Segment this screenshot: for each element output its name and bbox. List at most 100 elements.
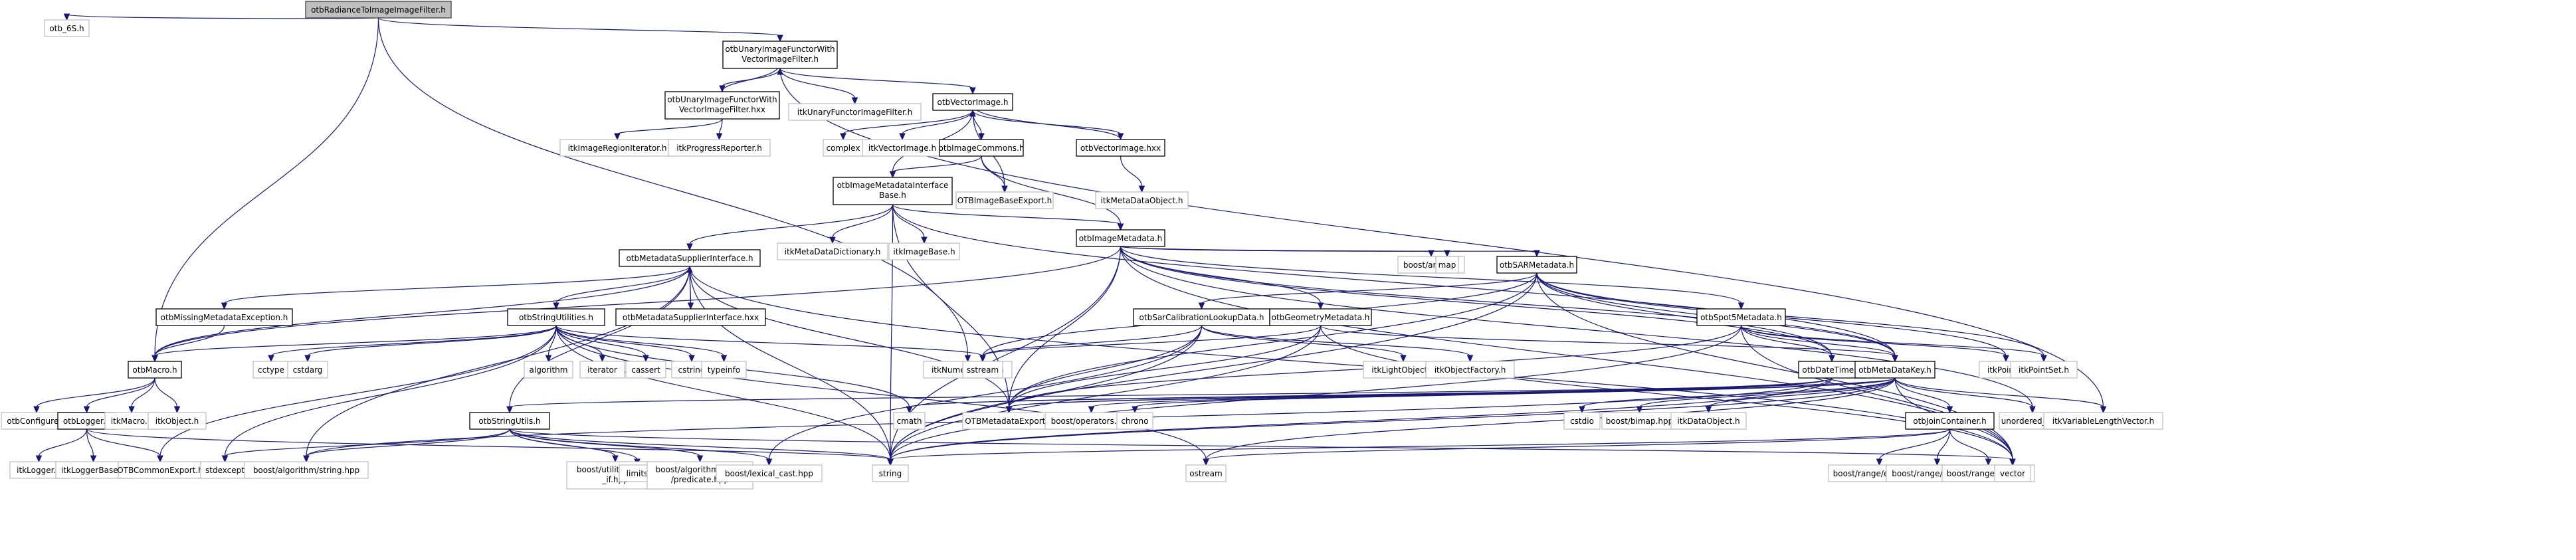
- edge-line: [902, 110, 973, 135]
- edge-joincont-to-ostream: [1203, 428, 1951, 466]
- node-mdsi[interactable]: otbMetadataSupplierInterface.h: [619, 249, 761, 267]
- node-box: [888, 242, 960, 260]
- edge-imdib-to-imgmeta: [892, 204, 1124, 231]
- edge-line: [159, 325, 557, 457]
- edge-line: [131, 377, 155, 408]
- node-datetime[interactable]: otbDateTime.h: [1798, 361, 1866, 379]
- node-box: [469, 412, 550, 430]
- node-missing[interactable]: otbMissingMetadataException.h: [155, 308, 293, 326]
- edge-macro-to-itkMacro: [128, 377, 155, 414]
- arrowhead-icon: [1117, 223, 1124, 231]
- edge-mdkey-to-unordmap: [1894, 377, 2036, 414]
- node-vecimghxx[interactable]: otbVectorImage.hxx: [1076, 139, 1165, 157]
- node-label: otbSpot5Metadata.h: [1700, 313, 1782, 322]
- edge-line: [86, 428, 94, 457]
- edge-line: [154, 377, 178, 408]
- arrowhead-icon: [599, 355, 606, 363]
- arrowhead-icon: [979, 355, 986, 363]
- edge-line: [1008, 325, 1322, 408]
- node-label: itkMacro.h: [111, 417, 153, 426]
- node-joincont[interactable]: otbJoinContainer.h: [1905, 412, 1995, 430]
- node-label: complex: [827, 143, 860, 153]
- edge-line: [224, 428, 510, 457]
- node-box: [664, 91, 780, 120]
- node-box: [615, 308, 766, 326]
- edge-line: [306, 428, 510, 457]
- edge-logger-to-itkLoggerBase: [86, 428, 97, 463]
- node-otbIBE: OTBImageBaseExport.h: [955, 191, 1054, 209]
- edge-line: [509, 428, 616, 457]
- node-imgcommons[interactable]: otbImageCommons.h: [939, 139, 1025, 157]
- edge-line: [689, 266, 891, 460]
- node-root[interactable]: otbRadianceToImageImageFilter.h: [305, 1, 452, 19]
- node-mdsihxx[interactable]: otbMetadataSupplierInterface.hxx: [615, 308, 766, 326]
- node-uifvif[interactable]: otbUnaryImageFunctorWithVectorImageFilte…: [722, 41, 838, 69]
- node-label: chrono: [1121, 417, 1148, 426]
- node-box: [1905, 412, 1995, 430]
- node-box: [252, 361, 290, 379]
- edge-strutils-to-boostalgstr: [303, 428, 510, 463]
- arrowhead-icon: [1829, 355, 1835, 363]
- node-boostbimap: boost/bimap.hpp: [1601, 412, 1678, 430]
- edge-strutil-to-cctype: [268, 325, 557, 363]
- node-sarcal[interactable]: otbSarCalibrationLookupData.h: [1133, 308, 1270, 326]
- arrowhead-icon: [304, 355, 311, 363]
- edge-line: [1878, 428, 1951, 460]
- arrowhead-icon: [2029, 406, 2036, 414]
- edge-line: [1134, 377, 1833, 408]
- arrowhead-icon: [90, 455, 97, 463]
- edge-line: [892, 155, 982, 173]
- node-sstream: sstream: [962, 361, 1003, 379]
- edge-line: [1536, 272, 2044, 357]
- node-box: [1269, 308, 1372, 326]
- edge-root-to-uifvif: [377, 17, 783, 43]
- node-sarmeta[interactable]: otbSARMetadata.h: [1496, 256, 1577, 274]
- arrowhead-icon: [969, 87, 976, 95]
- edge-line: [1536, 272, 1833, 357]
- node-box: [1854, 361, 1935, 379]
- edge-line: [982, 325, 1203, 357]
- node-uifvifhxx[interactable]: otbUnaryImageFunctorWithVectorImageFilte…: [664, 91, 780, 120]
- arrowhead-icon: [851, 97, 858, 105]
- edge-spot5-to-datetime: [1740, 325, 1835, 363]
- node-label: Base.h: [879, 191, 906, 200]
- node-cstdarg: cstdarg: [287, 361, 328, 379]
- edge-line: [718, 118, 723, 135]
- node-strutils[interactable]: otbStringUtils.h: [469, 412, 550, 430]
- edge-mdkey-to-otbMDE: [1005, 377, 1896, 414]
- node-label: VectorImageFilter.hxx: [679, 105, 765, 114]
- edge-sarmeta-to-sarcal: [1198, 272, 1537, 310]
- node-otb6s: otb_6S.h: [44, 19, 90, 37]
- node-label: otbSARMetadata.h: [1500, 260, 1574, 270]
- edge-line: [1936, 428, 1951, 460]
- node-box: [1133, 308, 1270, 326]
- arrowhead-icon: [151, 355, 158, 363]
- node-geommeta[interactable]: otbGeometryMetadata.h: [1269, 308, 1372, 326]
- node-label: boost/lexical_cast.hpp: [725, 469, 813, 478]
- node-map: map: [1435, 256, 1459, 274]
- node-box: [305, 1, 452, 19]
- edge-line: [779, 68, 973, 89]
- edge-line: [842, 110, 973, 135]
- edge-spot5-to-itkPoint: [1740, 325, 2009, 363]
- node-mdkey[interactable]: otbMetaDataKey.h: [1854, 361, 1935, 379]
- arrowhead-icon: [545, 355, 552, 363]
- arrowhead-icon: [1117, 133, 1124, 141]
- node-itkObject: itkObject.h: [148, 412, 207, 430]
- node-box: [955, 191, 1054, 209]
- node-label: otbSarCalibrationLookupData.h: [1139, 313, 1264, 322]
- arrowhead-icon: [83, 406, 90, 414]
- node-ostream: ostream: [1185, 464, 1227, 482]
- edge-line: [555, 325, 725, 357]
- node-imgmeta[interactable]: otbImageMetadata.h: [1076, 229, 1165, 247]
- edge-vecimg-to-itkVecImg: [899, 110, 973, 141]
- node-box: [1425, 361, 1515, 379]
- node-spot5[interactable]: otbSpot5Metadata.h: [1696, 308, 1786, 326]
- node-vecimg[interactable]: otbVectorImage.h: [932, 93, 1013, 111]
- node-box: [1994, 464, 2031, 482]
- edge-strutil-to-typeinfo: [555, 325, 728, 363]
- arrowhead-icon: [1132, 406, 1138, 414]
- node-strutil[interactable]: otbStringUtilities.h: [507, 308, 605, 326]
- node-macro[interactable]: otbMacro.h: [128, 361, 182, 379]
